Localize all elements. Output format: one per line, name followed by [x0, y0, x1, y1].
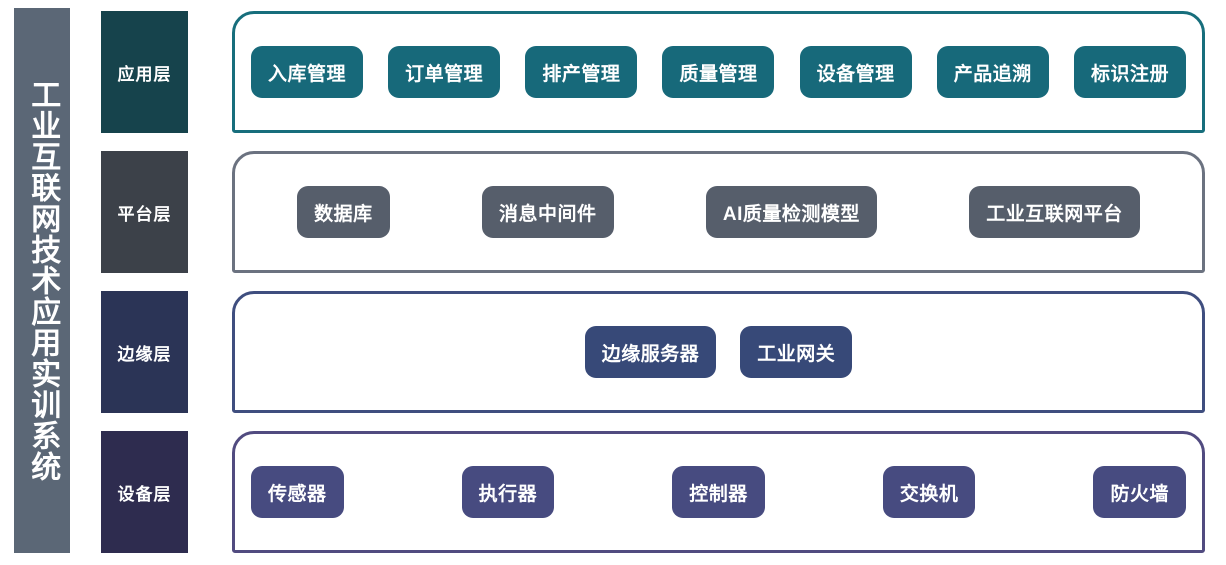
layer-item-device-3[interactable]: 交换机: [882, 466, 976, 518]
layer-items-edge: 边缘服务器 工业网关: [251, 326, 1186, 378]
layer-label-device: 设备层: [101, 431, 188, 553]
layer-label-text-application: 应用层: [117, 64, 172, 84]
layer-row-application: 应用层 入库管理 订单管理 排产管理 质量管理 设备管理 产品追溯 标识注册: [101, 11, 1205, 133]
layer-item-application-3[interactable]: 质量管理: [662, 46, 775, 98]
layer-item-application-1[interactable]: 订单管理: [388, 46, 501, 98]
layer-box-edge: 边缘服务器 工业网关: [232, 291, 1205, 413]
layer-items-application: 入库管理 订单管理 排产管理 质量管理 设备管理 产品追溯 标识注册: [251, 46, 1186, 98]
layer-item-device-4[interactable]: 防火墙: [1093, 466, 1186, 518]
layer-items-platform: 数据库 消息中间件 AI质量检测模型 工业互联网平台: [251, 186, 1186, 238]
layer-item-application-5[interactable]: 产品追溯: [936, 46, 1049, 98]
layer-item-platform-3[interactable]: 工业互联网平台: [969, 186, 1140, 238]
layer-item-application-4[interactable]: 设备管理: [799, 46, 912, 98]
layer-items-device: 传感器 执行器 控制器 交换机 防火墙: [251, 466, 1186, 518]
layer-row-edge: 边缘层 边缘服务器 工业网关: [101, 291, 1205, 413]
layer-item-platform-2[interactable]: AI质量检测模型: [705, 186, 877, 238]
layer-box-application: 入库管理 订单管理 排产管理 质量管理 设备管理 产品追溯 标识注册: [232, 11, 1205, 133]
layer-item-device-1[interactable]: 执行器: [461, 466, 555, 518]
system-title-text: 工业互联网技术应用实训系统: [26, 79, 60, 482]
layer-row-platform: 平台层 数据库 消息中间件 AI质量检测模型 工业互联网平台: [101, 151, 1205, 273]
layer-item-edge-0[interactable]: 边缘服务器: [584, 326, 717, 378]
layer-label-text-edge: 边缘层: [117, 344, 172, 364]
layer-item-application-2[interactable]: 排产管理: [525, 46, 638, 98]
layer-item-edge-1[interactable]: 工业网关: [740, 326, 853, 378]
layer-item-application-6[interactable]: 标识注册: [1073, 46, 1186, 98]
layer-item-application-0[interactable]: 入库管理: [251, 46, 364, 98]
layer-row-device: 设备层 传感器 执行器 控制器 交换机 防火墙: [101, 431, 1205, 553]
layer-label-platform: 平台层: [101, 151, 188, 273]
layer-label-edge: 边缘层: [101, 291, 188, 413]
layer-item-device-0[interactable]: 传感器: [251, 466, 344, 518]
layer-item-platform-0[interactable]: 数据库: [297, 186, 390, 238]
layer-box-device: 传感器 执行器 控制器 交换机 防火墙: [232, 431, 1205, 553]
layer-label-text-device: 设备层: [117, 484, 172, 504]
layer-item-platform-1[interactable]: 消息中间件: [482, 186, 614, 238]
layer-label-application: 应用层: [101, 11, 188, 133]
layer-box-platform: 数据库 消息中间件 AI质量检测模型 工业互联网平台: [232, 151, 1205, 273]
system-title-bar: 工业互联网技术应用实训系统: [14, 8, 70, 553]
layer-label-text-platform: 平台层: [117, 204, 172, 224]
layer-item-device-2[interactable]: 控制器: [672, 466, 765, 518]
